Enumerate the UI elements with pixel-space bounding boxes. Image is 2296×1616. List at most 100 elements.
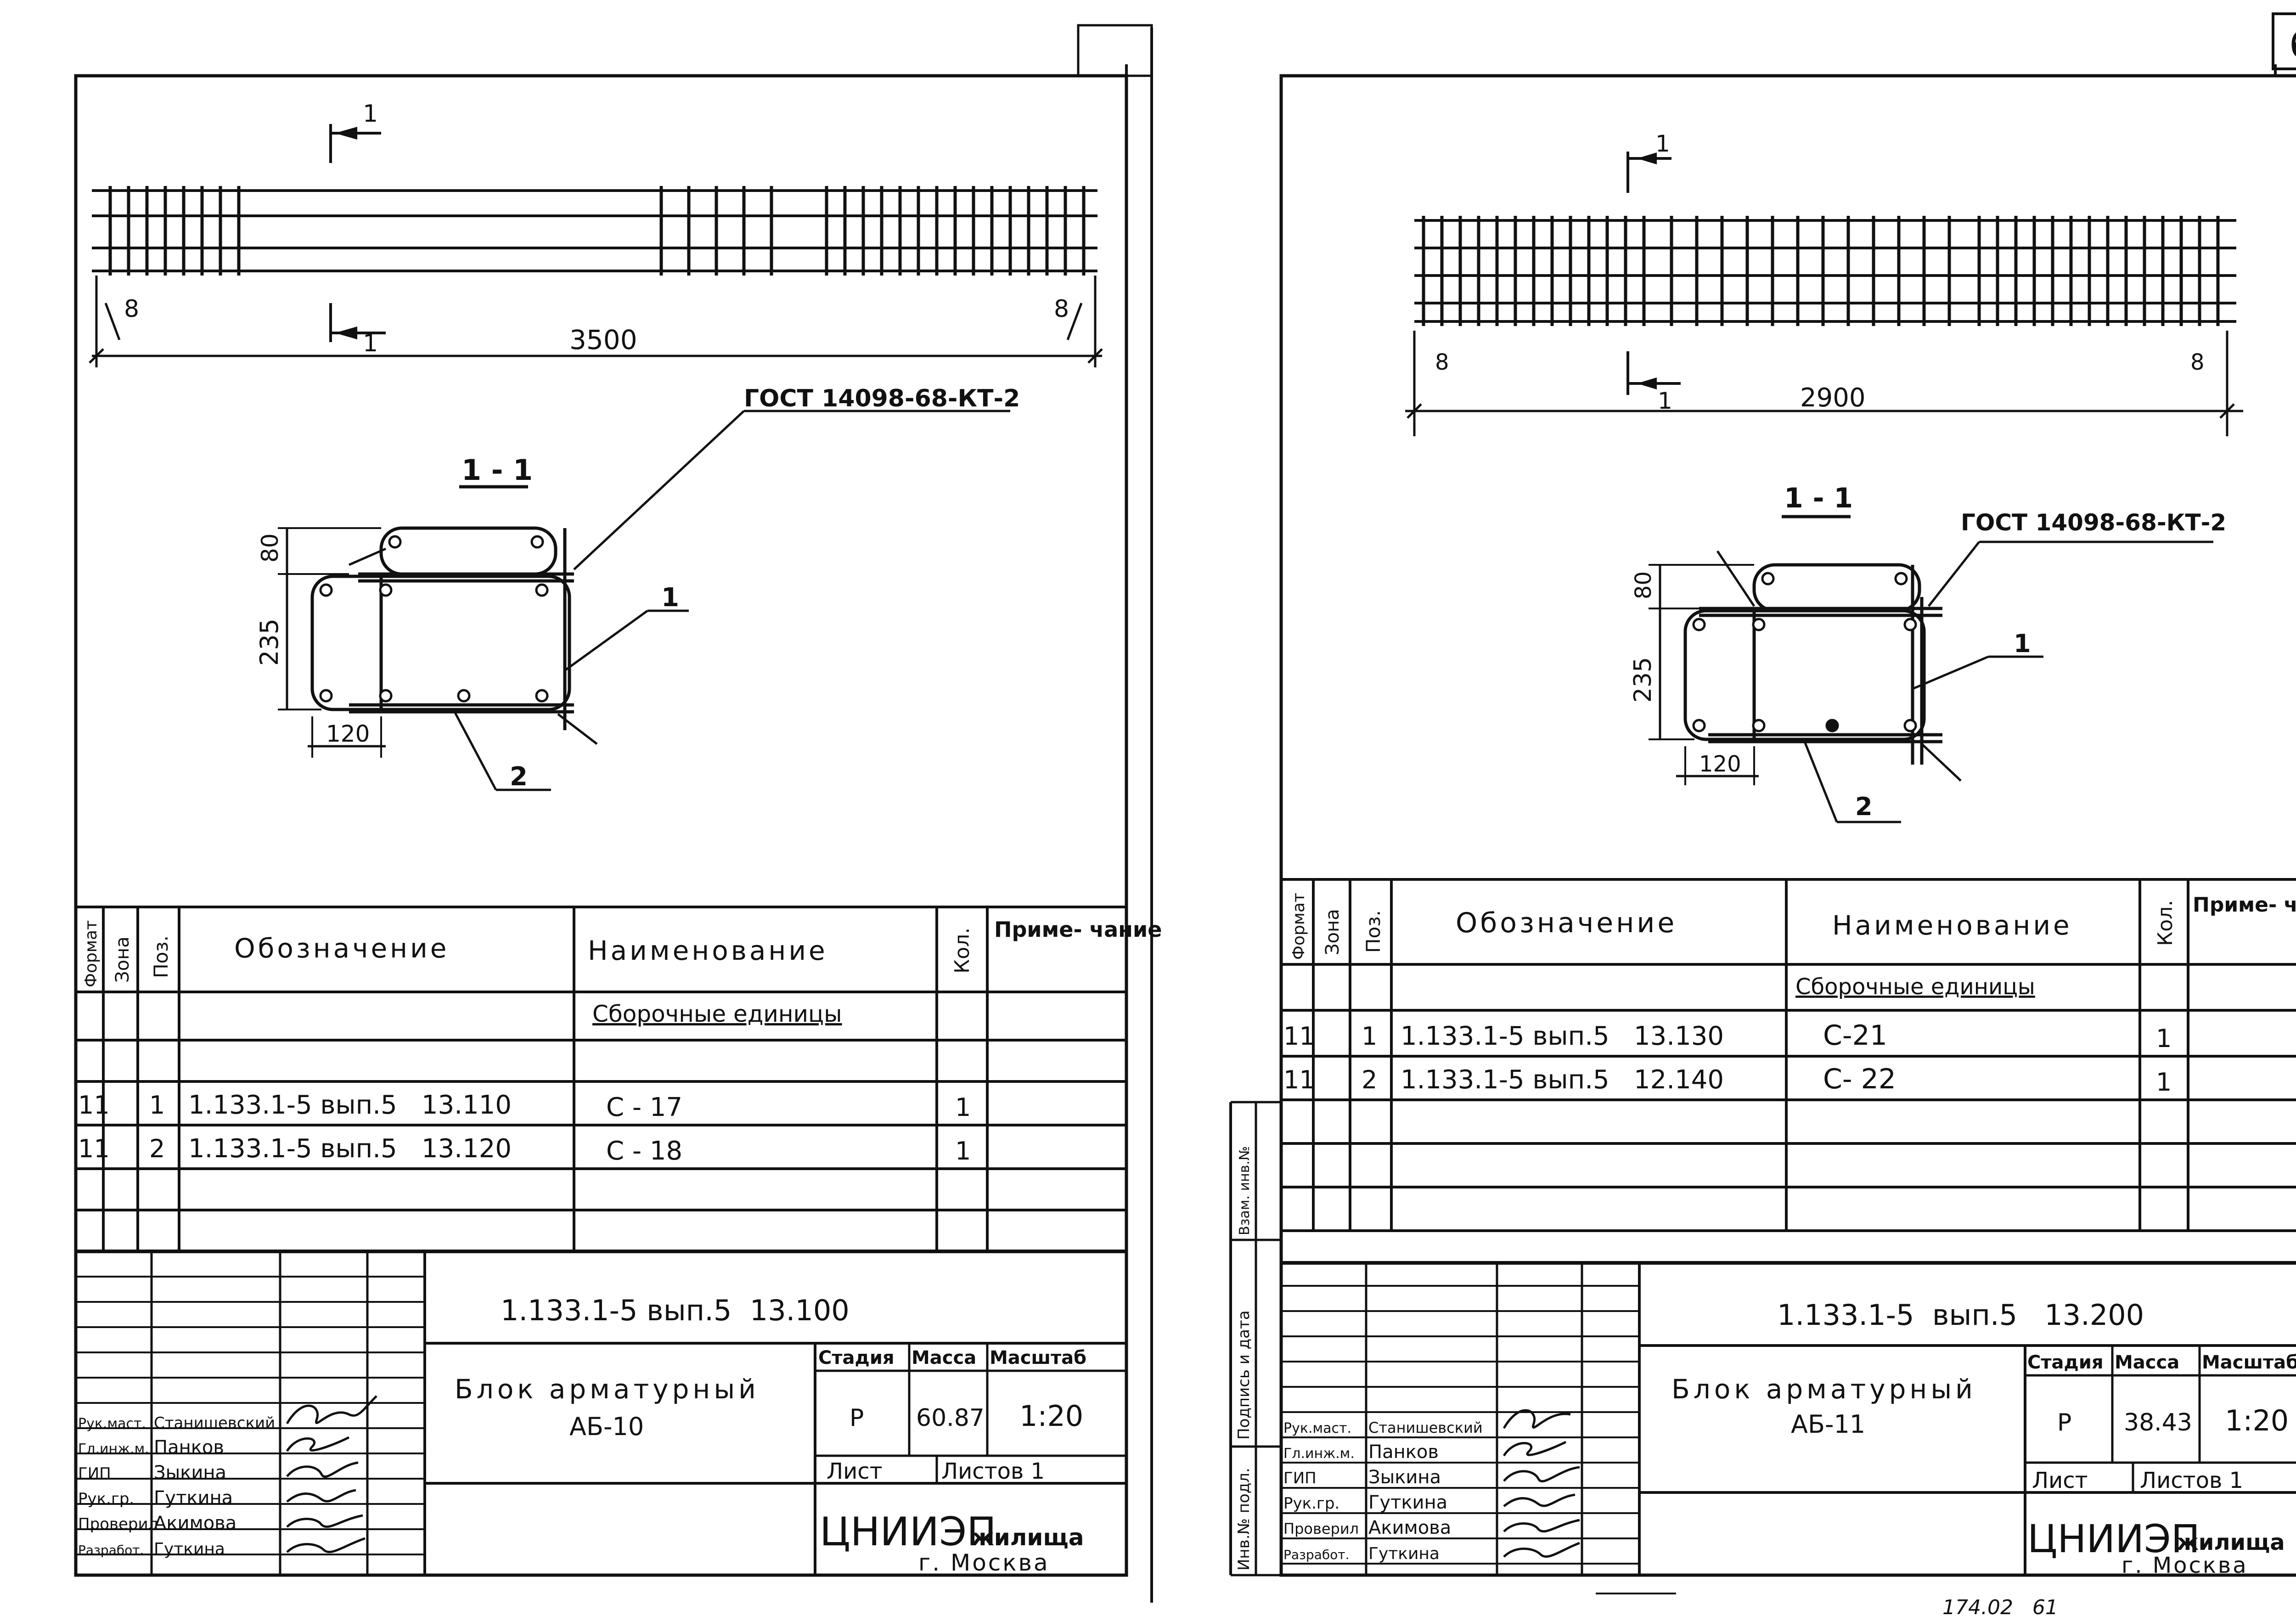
right-title-line2: АБ-11 <box>1791 1410 1865 1439</box>
left-row-1-format: 11 <box>78 1091 110 1120</box>
left-header-format: Формат <box>82 920 101 987</box>
right-title-line1: Блок арматурный <box>1671 1374 1976 1405</box>
right-callout-1: 1 <box>2014 629 2031 658</box>
right-role-4: Проверил <box>1283 1520 1359 1537</box>
left-header-designation: Обозначение <box>234 933 449 964</box>
left-sheet <box>74 24 1153 1603</box>
left-sheet-label: Лист <box>827 1458 883 1484</box>
right-section-mark-top <box>1626 152 1671 193</box>
right-section-mark-bottom <box>1626 351 1681 395</box>
left-header-zone: Зона <box>112 936 133 983</box>
left-length-dimension <box>89 276 1103 367</box>
right-sheet-text: 6( 174.02 61 1 1 8 8 2900 ГОСТ 14098-68-… <box>1235 23 2296 1616</box>
right-row-1-designation: 1.133.1-5 вып.5 13.130 <box>1401 1021 1724 1051</box>
left-title-line1: Блок арматурный <box>455 1374 760 1405</box>
left-dim-end-right: 8 <box>1054 295 1069 323</box>
right-section-main-loop <box>1683 609 1926 741</box>
right-section-mark-label-bottom: 1 <box>1658 388 1672 414</box>
left-callout-1: 1 <box>661 583 679 613</box>
right-header-pos: Поз. <box>1362 910 1384 953</box>
right-section-mark-label-top: 1 <box>1655 130 1670 157</box>
right-name-2: Зыкина <box>1368 1467 1441 1488</box>
right-gost-note: ГОСТ 14098-68-КТ-2 <box>1961 509 2226 536</box>
right-callout-2: 2 <box>1855 792 1873 821</box>
left-name-0: Станишевский <box>154 1414 275 1432</box>
right-sheet-frame <box>1279 74 2296 1577</box>
right-header-format: Формат <box>1289 893 1308 960</box>
left-dim-120: 120 <box>326 721 370 747</box>
right-dim-end-right: 8 <box>2190 349 2205 375</box>
left-role-3: Рук.гр. <box>78 1490 134 1508</box>
left-city: г. Москва <box>918 1549 1050 1576</box>
left-doc-code: 1.133.1-5 вып.5 13.100 <box>501 1294 850 1327</box>
right-row-2-qty: 1 <box>2156 1068 2172 1097</box>
left-row-2-pos: 2 <box>149 1134 165 1163</box>
left-name-1: Панков <box>154 1437 224 1458</box>
right-side-label-2: Взам. инв.№ <box>1237 1146 1253 1235</box>
right-header-designation: Обозначение <box>1456 907 1677 939</box>
left-dim-235: 235 <box>255 619 284 666</box>
left-name-3: Гуткина <box>154 1487 233 1509</box>
bottom-note: 174.02 61 <box>1942 1596 2058 1616</box>
right-scale: 1:20 <box>2225 1404 2289 1437</box>
left-row-2-qty: 1 <box>955 1137 971 1166</box>
right-role-2: ГИП <box>1283 1469 1317 1487</box>
right-header-qty: Кол. <box>2154 900 2177 946</box>
right-header-note: Приме- чание <box>2193 893 2296 917</box>
left-sheet-text: 1 1 8 8 3500 ГОСТ 14098-68-КТ-2 1 - 1 80… <box>78 100 1162 1576</box>
left-org-sub: жилища <box>971 1524 1084 1551</box>
right-mass-label: Масса <box>2115 1352 2179 1373</box>
left-callout-2: 2 <box>510 762 528 792</box>
right-row-2-format: 11 <box>1283 1065 1315 1094</box>
right-dim-120: 120 <box>1699 751 1741 777</box>
left-row-2-format: 11 <box>78 1134 110 1163</box>
right-signatures <box>1503 1409 1580 1558</box>
right-row-2-name: С- 22 <box>1823 1063 1896 1095</box>
right-stage: Р <box>2057 1409 2071 1436</box>
left-role-0: Рук.маст. <box>78 1416 146 1432</box>
right-mass: 38.43 <box>2124 1409 2192 1436</box>
left-role-5: Разработ. <box>78 1543 144 1558</box>
right-sheets-label: Листов 1 <box>2140 1468 2243 1493</box>
left-row-1-qty: 1 <box>955 1093 971 1122</box>
right-dim-length: 2900 <box>1800 383 1866 413</box>
left-dim-length: 3500 <box>569 324 637 355</box>
left-dim-end-left: 8 <box>124 295 139 323</box>
left-spec-table <box>76 906 1126 1253</box>
left-section-mark-label-bottom: 1 <box>363 330 378 357</box>
left-mass: 60.87 <box>916 1404 985 1432</box>
left-org: ЦНИИЭП <box>820 1509 996 1555</box>
left-section-main-loop <box>310 574 571 711</box>
right-city: г. Москва <box>2122 1553 2248 1578</box>
left-role-1: Гл.инж.м. <box>78 1441 149 1457</box>
right-sheet-number-box <box>2272 12 2296 70</box>
right-name-3: Гуткина <box>1368 1492 1447 1513</box>
left-stage-label: Стадия <box>818 1347 895 1368</box>
right-scale-label: Масштаб <box>2202 1352 2296 1373</box>
right-section-heading: Сборочные единицы <box>1795 974 2035 1000</box>
left-stage: Р <box>850 1404 864 1432</box>
left-row-2-name: С - 18 <box>606 1136 682 1166</box>
left-dim-80: 80 <box>257 533 283 563</box>
left-gost-note: ГОСТ 14098-68-КТ-2 <box>744 385 1020 412</box>
right-role-0: Рук.маст. <box>1283 1420 1351 1436</box>
right-sheet-number: 6( <box>2289 23 2296 66</box>
left-section-title: 1 - 1 <box>461 453 533 487</box>
right-row-1-qty: 1 <box>2156 1024 2172 1053</box>
right-org: ЦНИИЭП <box>2027 1516 2200 1561</box>
left-scale-label: Масштаб <box>990 1347 1086 1368</box>
right-stage-label: Стадия <box>2027 1352 2104 1373</box>
right-side-label-0: Инв.№ подл. <box>1235 1468 1253 1571</box>
left-row-1-pos: 1 <box>149 1091 165 1120</box>
right-dim-end-left: 8 <box>1435 349 1449 375</box>
left-header-qty: Кол. <box>951 928 974 974</box>
right-name-0: Станишевский <box>1368 1419 1483 1436</box>
right-role-3: Рук.гр. <box>1283 1494 1339 1513</box>
right-name-1: Панков <box>1368 1441 1439 1463</box>
right-role-1: Гл.инж.м. <box>1283 1446 1355 1462</box>
right-role-5: Разработ. <box>1283 1547 1349 1562</box>
left-mass-label: Масса <box>912 1347 976 1368</box>
right-name-5: Гуткина <box>1368 1544 1440 1563</box>
right-name-4: Акимова <box>1368 1517 1451 1538</box>
left-name-5: Гуткина <box>154 1540 225 1559</box>
